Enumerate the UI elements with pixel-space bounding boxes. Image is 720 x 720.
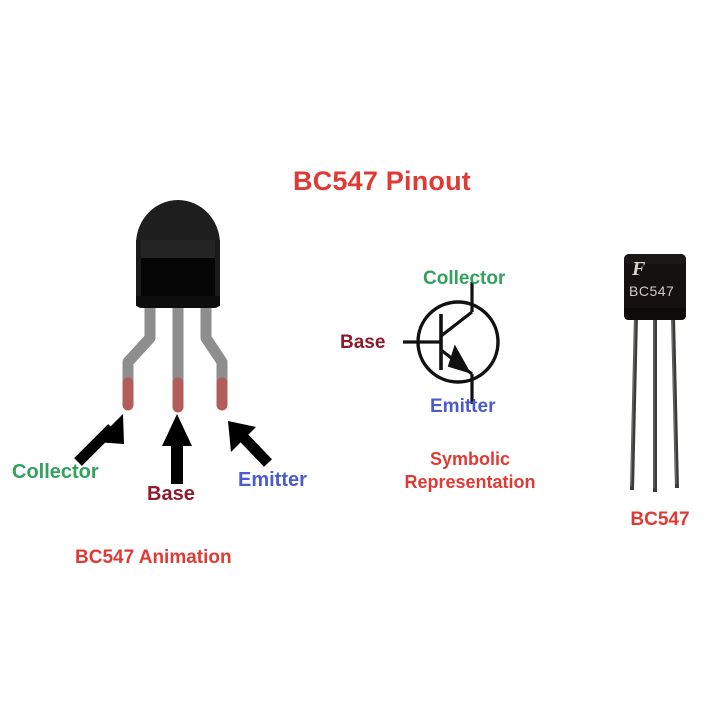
photo-package-shade: [624, 254, 686, 264]
label-base-symbol: Base: [340, 332, 386, 353]
photo-lead-1-highlight: [630, 319, 636, 487]
label-emitter-animation: Emitter: [238, 469, 307, 491]
label-emitter-symbol: Emitter: [430, 396, 496, 417]
caption-symbolic-line2: Representation: [404, 471, 536, 492]
caption-symbolic-representation: Symbolic Representation: [380, 448, 560, 493]
npn-symbol-graphic: [403, 282, 500, 404]
caption-symbolic-line1: Symbolic: [429, 449, 511, 469]
arrow-base: [162, 414, 192, 484]
label-collector-symbol: Collector: [423, 268, 506, 289]
arrow-emitter: [228, 421, 272, 467]
photo-transistor-graphic: [624, 254, 686, 492]
label-base-animation: Base: [147, 483, 195, 505]
transistor-body-dome: [136, 200, 220, 250]
fairchild-logo-icon: F: [632, 258, 646, 280]
caption-bc547-animation: BC547 Animation: [75, 547, 232, 568]
label-collector-animation: Collector: [12, 461, 99, 483]
page-title-text: BC547 Pinout: [293, 166, 471, 196]
symbol-collector-slant: [440, 310, 473, 338]
photo-lead-1: [630, 315, 638, 491]
page-title: BC547 Pinout: [0, 166, 720, 197]
transistor-body-band: [136, 240, 220, 260]
photo-package-body: [624, 254, 686, 320]
pin-callout-arrows: [74, 414, 272, 484]
photo-lead-3: [671, 315, 679, 489]
animation-transistor-graphic: [122, 200, 228, 413]
transistor-body-base-edge: [136, 296, 220, 308]
arrow-collector: [74, 414, 124, 466]
photo-package-bottom-shade: [624, 308, 686, 320]
photo-lead-3-highlight: [671, 319, 677, 485]
symbol-emitter-arrowhead: [447, 344, 472, 374]
caption-bc547-photo: BC547: [630, 509, 690, 530]
package-silk-text: BC547: [629, 283, 675, 299]
